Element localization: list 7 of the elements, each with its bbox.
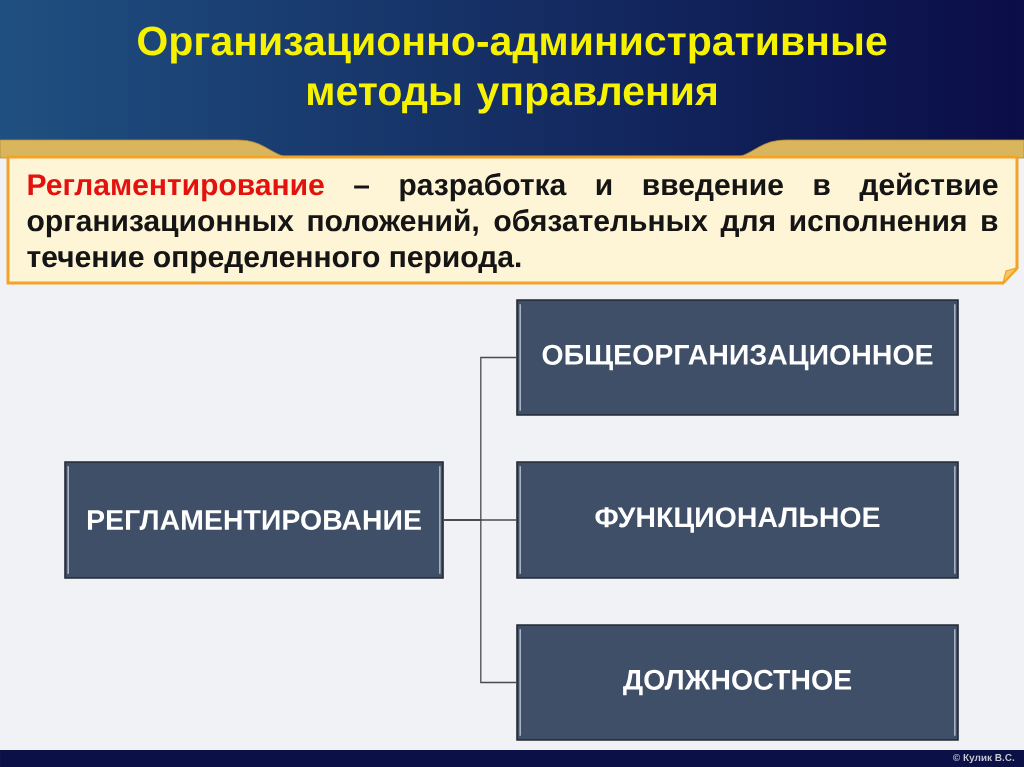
process-box: ДОЛЖНОСТНОЕ: [516, 624, 959, 741]
process-box: ФУНКЦИОНАЛЬНОЕ: [516, 461, 959, 579]
copyright-text: © Кулик В.С.: [953, 753, 1015, 763]
connector-line: [443, 519, 517, 684]
process-box: РЕГЛАМЕНТИРОВАНИЕ: [64, 461, 444, 579]
process-box: ОБЩЕОРГАНИЗАЦИОННОЕ: [516, 299, 959, 416]
title: Организационно-административные методы управления: [138, 26, 887, 114]
